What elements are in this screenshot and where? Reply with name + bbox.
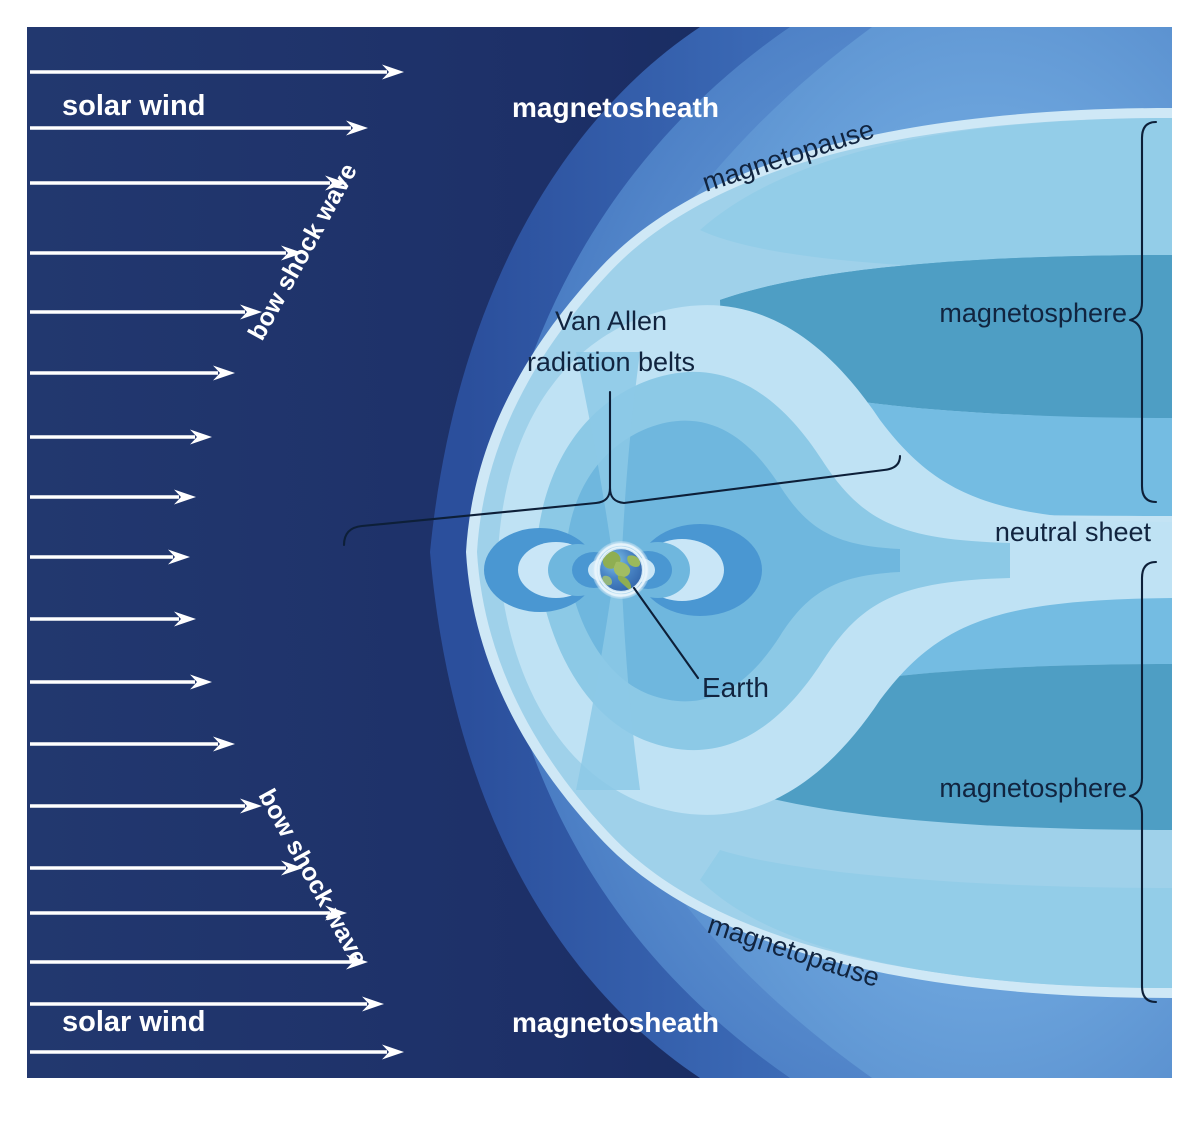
- solar-wind-arrow: [30, 736, 235, 752]
- label-solar-wind-top: solar wind: [62, 90, 205, 122]
- tail-band-lower-light: [700, 850, 1172, 988]
- label-magnetosheath-top: magnetosheath: [512, 92, 719, 123]
- arrow-head-icon: [240, 798, 262, 814]
- solar-wind-arrow: [30, 429, 212, 445]
- solar-wind-arrow: [30, 489, 196, 505]
- solar-wind-arrow: [30, 954, 368, 970]
- magnetosphere-brace-top: [1128, 120, 1158, 504]
- arrow-head-icon: [168, 549, 190, 565]
- arrow-head-icon: [174, 611, 196, 627]
- label-magnetosphere-bottom: magnetosphere: [939, 773, 1127, 803]
- arrow-head-icon: [346, 954, 368, 970]
- solar-wind-arrow: [30, 860, 303, 876]
- arrow-head-icon: [213, 365, 235, 381]
- label-neutral-sheet: neutral sheet: [995, 517, 1152, 547]
- label-solar-wind-bottom: solar wind: [62, 1006, 205, 1038]
- arrow-head-icon: [382, 1044, 404, 1060]
- solar-wind-arrow: [30, 798, 262, 814]
- polar-funnel-south: [576, 588, 640, 790]
- solar-wind-arrow: [30, 64, 404, 80]
- solar-wind-arrow: [30, 245, 303, 261]
- earth-globe: [592, 541, 650, 599]
- solar-wind-arrow: [30, 175, 347, 191]
- tail-band-upper-light: [700, 118, 1172, 272]
- diagram-frame: solar wind solar wind bow shock wave bow…: [27, 27, 1172, 1078]
- magnetosphere-brace-bottom: [1128, 560, 1158, 1004]
- arrow-head-icon: [362, 996, 384, 1012]
- solar-wind-arrow: [30, 549, 190, 565]
- arrow-head-icon: [190, 429, 212, 445]
- solar-wind-arrow: [30, 674, 212, 690]
- solar-wind-arrow: [30, 365, 235, 381]
- arrow-head-icon: [213, 736, 235, 752]
- earth-leader-line: [632, 586, 700, 680]
- solar-wind-arrow: [30, 1044, 404, 1060]
- solar-wind-arrow-group: [30, 64, 404, 1060]
- label-earth: Earth: [702, 672, 769, 703]
- earth-continents: [602, 551, 641, 590]
- label-magnetosheath-bottom: magnetosheath: [512, 1007, 719, 1038]
- arrow-head-icon: [240, 304, 262, 320]
- arrow-head-icon: [346, 120, 368, 136]
- arrow-head-icon: [281, 245, 303, 261]
- arrow-head-icon: [190, 674, 212, 690]
- solar-wind-arrow: [30, 120, 368, 136]
- solar-wind-arrow: [30, 304, 262, 320]
- solar-wind-arrow: [30, 611, 196, 627]
- label-van-allen-line2: radiation belts: [527, 347, 695, 377]
- arrow-head-icon: [382, 64, 404, 80]
- solar-wind-arrow: [30, 996, 384, 1012]
- label-van-allen-line1: Van Allen: [555, 306, 667, 336]
- solar-wind-arrow: [30, 905, 347, 921]
- arrow-head-icon: [281, 860, 303, 876]
- van-allen-brace: [342, 390, 902, 547]
- arrow-head-icon: [325, 175, 347, 191]
- label-magnetosphere-top: magnetosphere: [939, 298, 1127, 328]
- arrow-head-icon: [325, 905, 347, 921]
- arrow-head-icon: [174, 489, 196, 505]
